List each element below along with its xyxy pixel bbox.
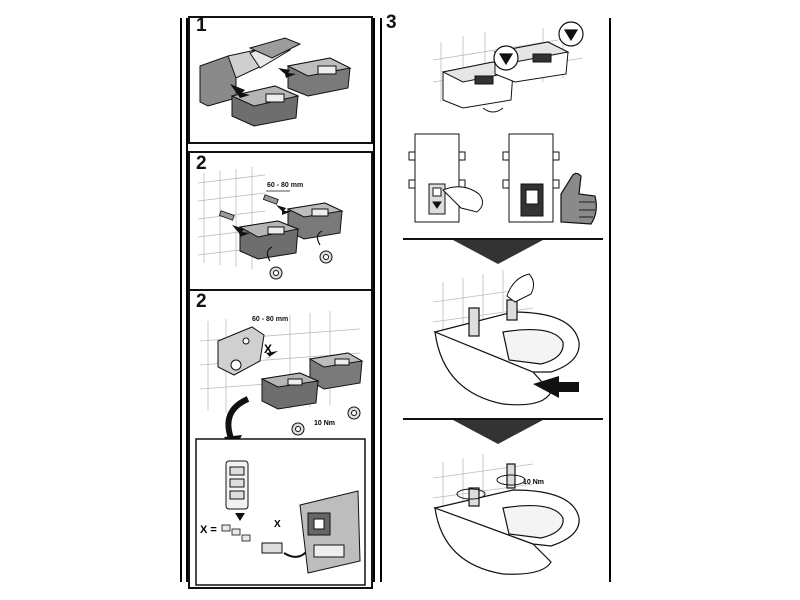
step-number-2a: 2 <box>196 153 207 174</box>
distance-label-a: 60 - 80 mm <box>267 182 303 189</box>
frame-icon <box>408 133 466 223</box>
frame-icon <box>502 133 560 223</box>
wall-bolt-icon <box>218 194 279 221</box>
frame-line-right <box>609 18 611 582</box>
housing-icon <box>299 490 361 574</box>
step-number-2b: 2 <box>196 291 207 312</box>
panel-step-2b: 2 60 - 80 mm X 10 Nm <box>188 289 373 589</box>
hand-icon <box>506 273 535 303</box>
bracket-icon <box>199 37 352 127</box>
distance-label-b: 60 - 80 mm <box>252 316 288 323</box>
down-arrow-icon <box>403 238 603 264</box>
step-number-1: 1 <box>196 15 207 36</box>
flush-plate-icon <box>225 460 249 510</box>
wall-mount-detail-illustration: 60 - 80 mm X 10 Nm <box>195 311 366 586</box>
wc-bowl-icon <box>433 299 580 406</box>
frame-line-left-outer <box>180 18 182 582</box>
torque-label-b: 10 Nm <box>523 479 544 486</box>
torque-wrench-icon: 10 Nm <box>314 420 335 427</box>
arrow-icon <box>493 21 584 71</box>
bracket-icon <box>238 202 344 260</box>
torque-wrench-icon <box>456 474 526 500</box>
step-3-illustration: 10 Nm <box>403 21 603 575</box>
arrow-icon <box>230 68 296 98</box>
arrow-icon <box>266 351 278 359</box>
washer-nut-icon <box>269 250 333 280</box>
frame-line-left-inner <box>186 18 188 582</box>
torque-label-a: 10 Nm <box>314 420 335 427</box>
frame-line-mid-right <box>380 18 382 582</box>
brackets-illustration <box>199 37 352 127</box>
x-mark-2: X <box>274 519 281 530</box>
panel-step-2a: 2 60 - 80 mm <box>188 151 373 291</box>
hand-icon <box>442 186 483 213</box>
washer-nut-icon <box>291 406 361 436</box>
frame-line-mid-left <box>373 18 375 582</box>
thumbs-up-icon <box>560 172 597 225</box>
arrow-icon <box>533 376 579 398</box>
step-number-3: 3 <box>386 12 397 33</box>
arrow-icon <box>232 205 292 237</box>
down-arrow-icon <box>403 418 603 444</box>
bracket-icon <box>441 41 570 109</box>
wc-bowl-icon <box>432 463 580 575</box>
wall-mount-illustration: 60 - 80 mm <box>197 167 344 280</box>
x-mark-1: X <box>264 342 272 356</box>
bracket-icon <box>260 352 364 410</box>
panel-step-1: 1 <box>188 15 373 144</box>
template-icon <box>217 326 265 376</box>
x-equals-label: X = <box>200 524 217 536</box>
